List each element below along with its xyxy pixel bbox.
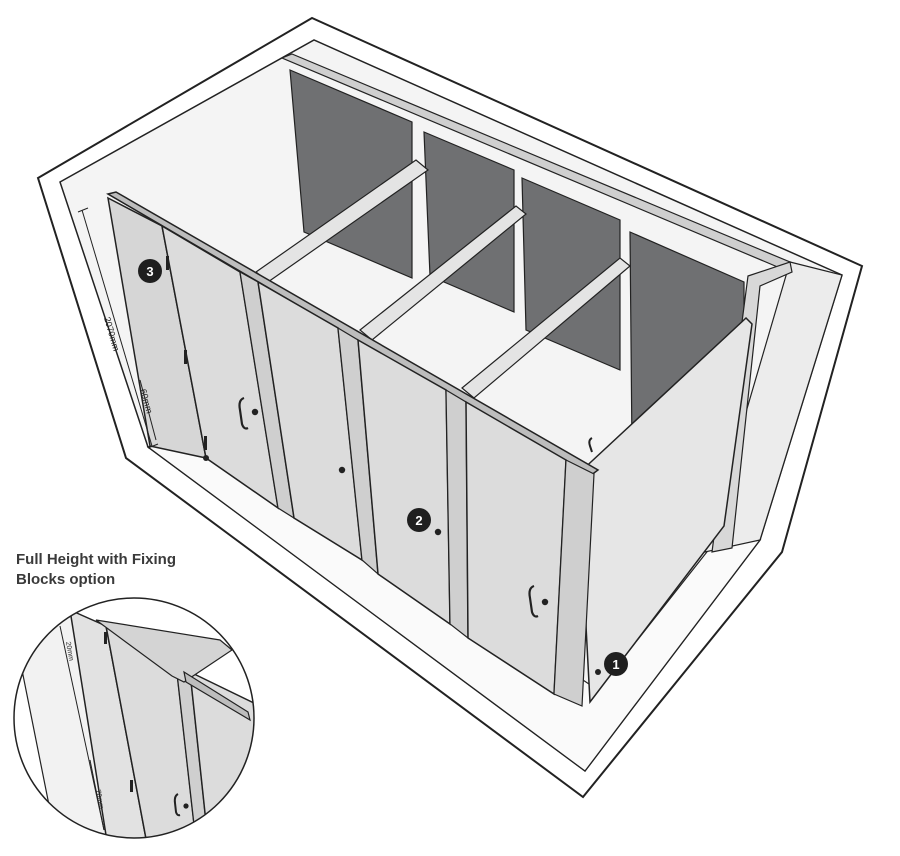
- detail-inset: [13, 597, 255, 839]
- callout-1: 1: [604, 652, 628, 676]
- detail-caption: Full Height with Fixing Blocks option: [16, 550, 256, 590]
- detail-dimension-bottom: 70mm: [94, 789, 104, 810]
- detail-caption-line-2: Blocks option: [16, 571, 116, 588]
- door-hardware: [166, 256, 601, 675]
- divider-panels: [255, 159, 753, 705]
- detail-dimension-top: 20mm: [64, 641, 74, 662]
- callout-2-label: 2: [415, 513, 422, 528]
- detail-caption-line-1: Full Height with Fixing: [16, 551, 176, 568]
- callout-3-label: 3: [146, 264, 153, 279]
- dimension-lines: [77, 207, 159, 449]
- callout-1-label: 1: [612, 657, 619, 672]
- callout-2: 2: [407, 508, 431, 532]
- callout-3: 3: [138, 259, 162, 283]
- front-panels: [107, 196, 595, 707]
